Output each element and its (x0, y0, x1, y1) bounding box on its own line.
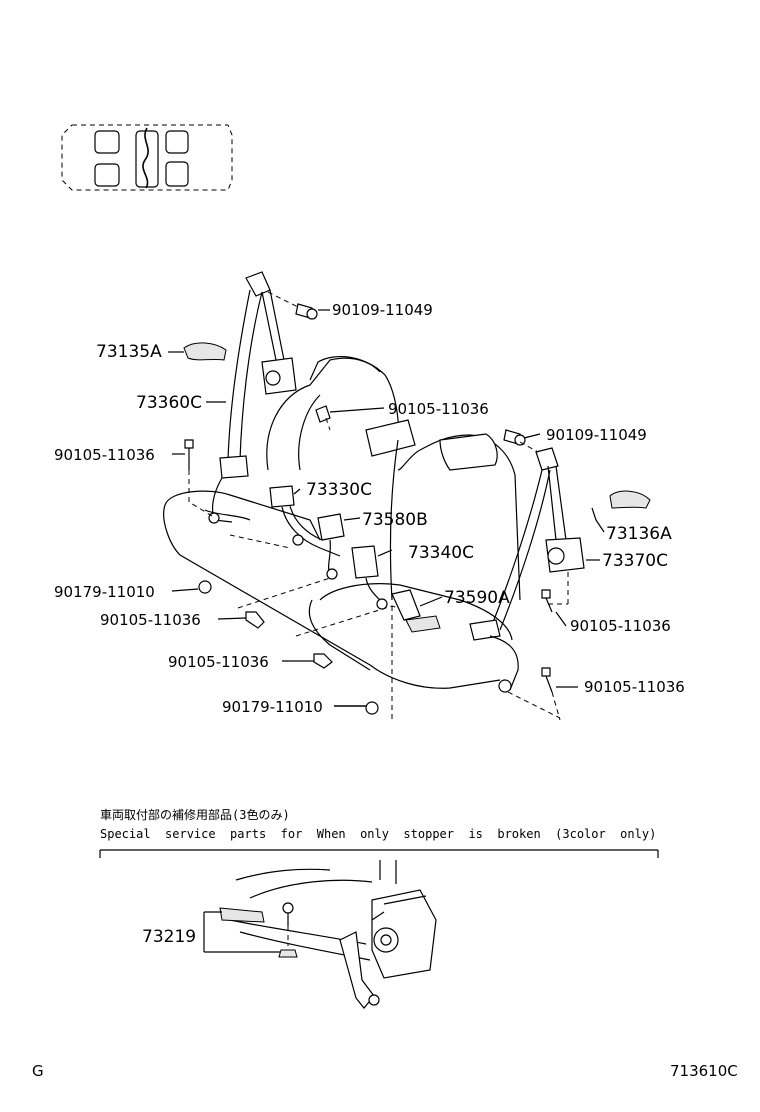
left-seat-belt-assembly (183, 271, 318, 524)
label-bolt-bottom-center: 90105-11036 (168, 653, 269, 671)
label-bolt-mid-left: 90105-11036 (388, 400, 489, 418)
leader-lines (168, 309, 605, 707)
label-buckle-tongue-a: 73330C (306, 480, 372, 500)
part-labels: 90109-11049 73135A 73360C 90105-11036 90… (54, 301, 685, 716)
right-seat-belt-assembly (469, 429, 651, 721)
label-stopper-part: 73219 (142, 927, 196, 947)
label-bolt-lower-left: 90105-11036 (100, 611, 201, 629)
label-buckle-b: 73580B (362, 510, 428, 530)
label-bolt-anchor-left: 90105-11036 (54, 446, 155, 464)
center-buckle-assembly (269, 405, 441, 633)
note-japanese: 車両取付部の補修用部品(3色のみ) (100, 807, 290, 822)
label-belt-left: 73360C (136, 393, 202, 413)
rear-seat-illustration (163, 355, 561, 720)
label-bolt-top-left: 90109-11049 (332, 301, 433, 319)
label-buckle-center: 73590A (444, 588, 510, 608)
label-belt-right: 73370C (602, 551, 668, 571)
footer-diagram-code: 713610C (670, 1062, 738, 1080)
label-bolt-top-right: 90109-11049 (546, 426, 647, 444)
label-bolt-right-lower1: 90105-11036 (570, 617, 671, 635)
label-nut-left: 90179-11010 (54, 583, 155, 601)
label-nut-bottom: 90179-11010 (222, 698, 323, 716)
vehicle-locator-inset (61, 124, 233, 191)
footer-left-code: G (32, 1062, 44, 1080)
service-note: 車両取付部の補修用部品(3色のみ) Special service parts … (99, 807, 659, 858)
note-english: Special service parts for When only stop… (100, 827, 656, 841)
label-bolt-right-lower2: 90105-11036 (584, 678, 685, 696)
label-cover-right: 73136A (606, 524, 672, 544)
label-buckle-c: 73340C (408, 543, 474, 563)
lower-left-fasteners (198, 580, 379, 715)
label-cover-left: 73135A (96, 342, 162, 362)
stopper-detail-illustration (203, 860, 437, 1009)
